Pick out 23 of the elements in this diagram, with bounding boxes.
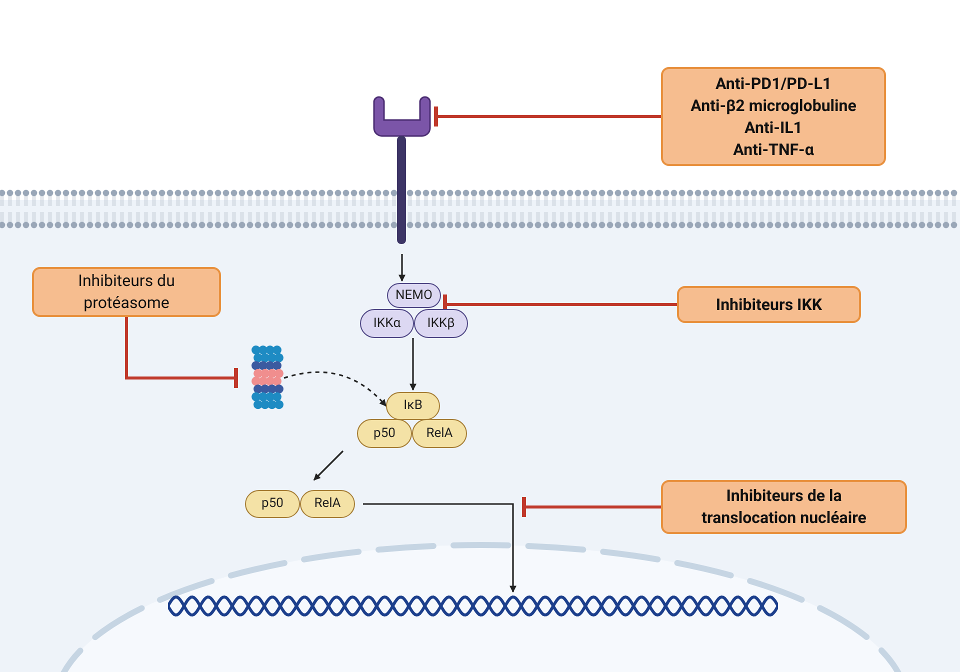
- arrow: [398, 254, 406, 282]
- drug-class-box: Inhibiteurs du protéasome: [32, 267, 221, 317]
- drug-class-box: Inhibiteurs IKK: [677, 286, 861, 323]
- protein-pill: p50: [357, 419, 412, 448]
- protein-pill: IκB: [386, 392, 440, 420]
- drug-class-box: Inhibiteurs de la translocation nucléaire: [661, 480, 907, 534]
- arrow: [313, 450, 344, 481]
- protein-pill: IKKβ: [414, 309, 468, 338]
- arrow: [363, 503, 516, 593]
- arrow: [410, 338, 416, 391]
- receptor-drawing: [372, 96, 432, 246]
- protein-pill: NEMO: [387, 283, 441, 308]
- protein-pill: RelA: [412, 419, 467, 448]
- inhibition-line: [434, 106, 661, 126]
- drug-class-box: Anti-PD1/PD-L1 Anti-β2 microglobuline Anti-IL1 Anti-TNF-α: [661, 67, 886, 166]
- inhibition-line: [125, 317, 238, 388]
- protein-pill: IKKα: [360, 309, 414, 338]
- dna-helix-drawing: [168, 594, 778, 618]
- protein-pill: RelA: [300, 490, 355, 518]
- protein-pill: p50: [245, 490, 300, 518]
- proteasome-drawing: [250, 345, 284, 411]
- inhibition-line: [522, 497, 661, 517]
- arrow: [284, 371, 387, 407]
